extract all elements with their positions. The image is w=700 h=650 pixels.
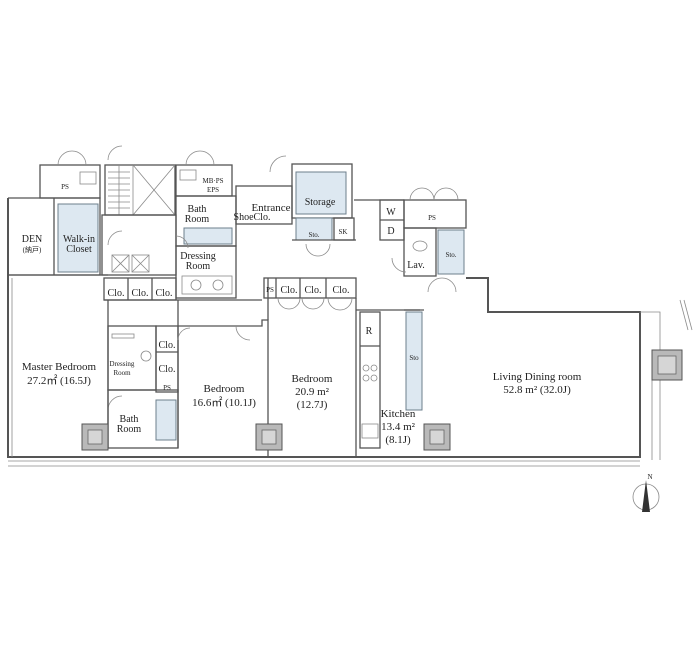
label-lav: Lav. [407,260,424,271]
kitchen-block [356,309,424,449]
label-ps-top-left: PS [61,183,69,191]
label-master-bedroom-area: 27.2㎡ (16.5J) [27,374,91,387]
label-entrance: Entrance [251,202,290,214]
label-clo-2: Clo. [132,288,149,299]
label-den: DEN [22,234,43,245]
label-kitchen-j: (8.1J) [385,434,411,446]
bedroom-walls [177,278,357,457]
label-shoe-closet: ShoeClo. [234,212,271,223]
label-r: R [366,326,373,337]
label-den-sub: (納戸) [23,245,42,254]
label-storage: Storage [305,197,336,208]
label-bedroom-b: Bedroom [292,373,333,385]
label-dressing-top-room: Room [186,261,211,272]
den-block [8,197,108,276]
entrance-block [235,155,405,257]
label-clo-3: Clo. [156,288,173,299]
label-sk: SK [339,228,348,236]
label-sto-kitchen: Sto [409,354,419,362]
label-w: W [386,207,396,218]
structural-columns [81,349,683,451]
room-labels: PS MB·PS EPS Bath Room ShoeClo. Entrance… [22,177,582,446]
label-dressing-left: Dressing [110,360,135,368]
label-ps-small: PS [266,286,274,294]
label-bath-left-room: Room [117,424,142,435]
outer-walls [7,198,693,467]
label-sto-right: Sto. [445,251,456,259]
master-bath-block [107,300,179,449]
label-bedroom-b-area: 20.9 m² [295,386,330,398]
label-eps: EPS [207,186,219,194]
label-dressing-top: Dressing [180,251,216,262]
label-master-bedroom: Master Bedroom [22,361,97,373]
label-living: Living Dining room [493,371,582,383]
closet-row-left [103,277,262,301]
dressing-top-block [101,195,237,299]
label-sto-entrance: Sto. [308,231,319,239]
stair [108,165,130,215]
label-bath-room-top: Bath [188,204,207,215]
label-clo-7: Clo. [159,340,176,351]
label-clo-5: Clo. [305,285,322,296]
label-bedroom-a-area: 16.6㎡ (10.1J) [192,396,256,409]
label-dressing-left-room: Room [113,369,131,377]
label-walk-in: Walk-in [63,234,95,245]
label-bedroom-a: Bedroom [204,383,245,395]
compass-label: N [647,473,652,481]
lav-block [391,187,467,293]
label-bath-room-top-2: Room [185,214,210,225]
label-clo-8: Clo. [159,364,176,375]
closet-row-middle [263,277,357,311]
top-left-block [39,145,233,216]
label-ps-left: PS [163,384,171,392]
label-living-area: 52.8 m² (32.0J) [503,384,571,396]
label-bath-left: Bath [120,414,139,425]
label-mb-ps: MB·PS [202,177,223,185]
label-clo-6: Clo. [333,285,350,296]
label-clo-1: Clo. [108,288,125,299]
label-d: D [387,226,394,237]
label-bedroom-b-j: (12.7J) [297,399,328,411]
north-compass: N [632,473,660,512]
label-kitchen: Kitchen [381,408,416,420]
label-kitchen-area: 13.4 m² [381,421,416,433]
label-clo-4: Clo. [281,285,298,296]
label-ps-right: PS [428,214,436,222]
label-closet: Closet [66,244,92,255]
